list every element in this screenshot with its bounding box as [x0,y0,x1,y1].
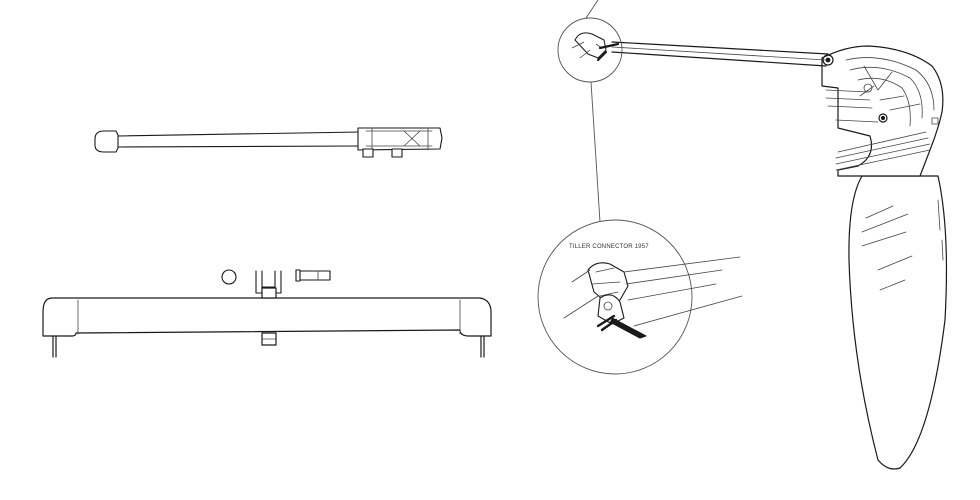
tiller-extension-drawing [94,127,443,158]
rudder-tiller-arm [611,41,829,67]
tiller-extension-shaft [117,131,361,148]
callout-label: TILLER CONNECTOR 1957 [569,244,649,250]
rudder-drawing [611,41,948,470]
tiller-pin-left [52,335,57,358]
tiller-body [42,297,492,337]
rudder-blade [848,175,948,470]
tiller-extension-knob [94,130,119,153]
tiller-side-view [42,287,492,358]
tiller-centre-bolt-top [261,287,277,299]
tiller-extension-nut-right [391,148,403,158]
rudder-head [821,45,944,177]
callout-leader-lines [623,256,743,327]
rudder-bolt [878,113,888,123]
split-ring [221,269,237,285]
connector-detail-small [557,0,623,223]
tiller-pin-right [480,335,485,358]
clevis-pin [295,269,331,282]
callout-leader [590,81,601,223]
connector-highlight-circle [557,17,623,83]
connector-callout: TILLER CONNECTOR 1957 [537,219,743,375]
tiller-extension-fork [357,127,443,151]
tiller-extension-nut-left [362,148,374,158]
